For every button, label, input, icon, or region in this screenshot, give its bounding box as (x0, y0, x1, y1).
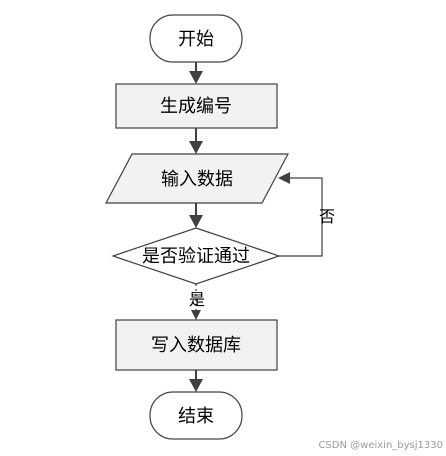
generate-id-node (115, 83, 278, 129)
edge-label-yes: 是 (189, 290, 205, 309)
start-node (149, 14, 243, 63)
validate-label: 是否验证通过 (142, 246, 250, 267)
arrow-head (191, 310, 201, 320)
arrow-head (189, 71, 203, 84)
end-node (149, 391, 243, 440)
start-label: 开始 (178, 29, 214, 50)
generate-id-label: 生成编号 (160, 96, 232, 117)
input-data-node (105, 153, 289, 204)
edge-label-no: 否 (319, 207, 335, 226)
validate-decision-node (111, 227, 281, 285)
watermark: CSDN @weixin_bysj1330 (318, 440, 443, 451)
write-db-label: 写入数据库 (151, 335, 241, 356)
arrow-head (189, 215, 203, 228)
arrow-head (278, 172, 290, 184)
write-db-node (115, 319, 278, 371)
arrow-head (189, 379, 203, 392)
input-data-label: 输入数据 (161, 169, 233, 190)
connector-validate-loop (277, 177, 323, 257)
arrow-head (189, 141, 203, 154)
end-label: 结束 (178, 406, 214, 427)
